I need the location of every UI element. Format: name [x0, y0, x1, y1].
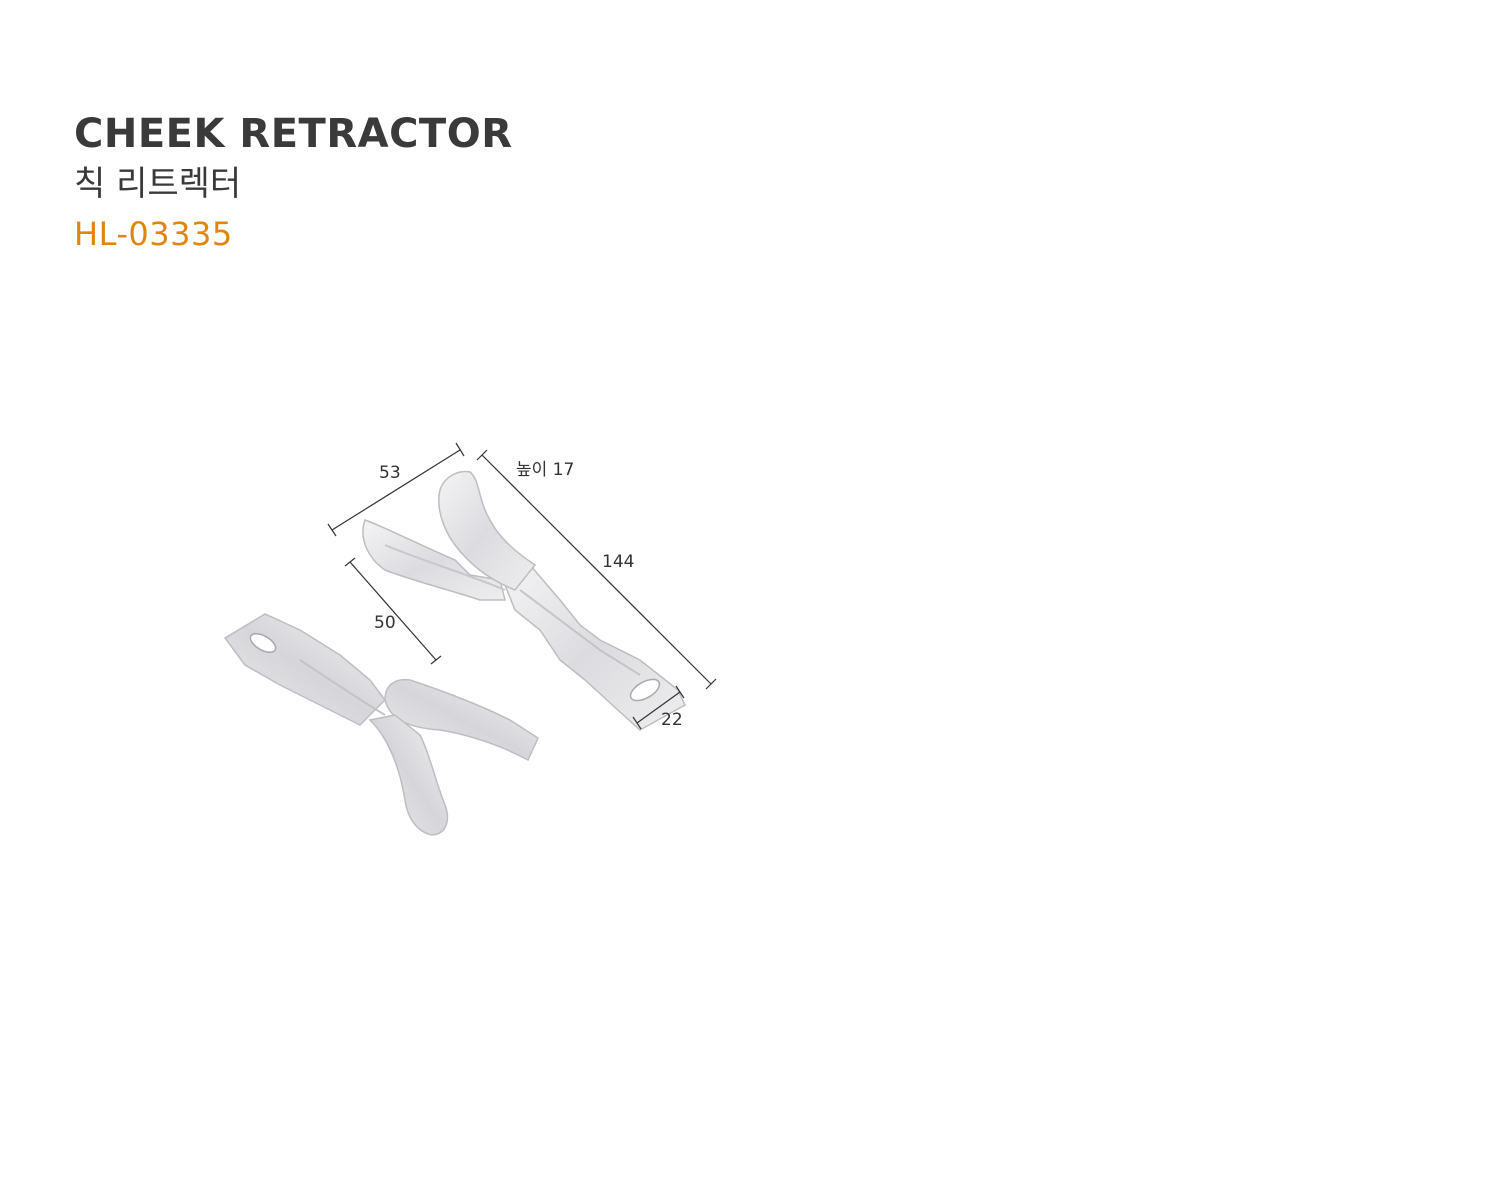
- product-header: CHEEK RETRACTOR 칙 리트렉터 HL-03335: [74, 108, 513, 260]
- retractor-left-image: [223, 613, 539, 836]
- product-title: CHEEK RETRACTOR: [74, 111, 513, 157]
- product-title-korean: 칙 리트렉터: [74, 164, 242, 204]
- product-code: HL-03335: [74, 215, 233, 253]
- dimension-handle-width-label: 22: [661, 710, 683, 730]
- retractor-right-image: [362, 470, 686, 731]
- dimension-width-label: 53: [379, 463, 401, 483]
- dimension-lines: [327, 442, 717, 730]
- dimension-length-label: 144: [602, 552, 634, 572]
- dimension-height-label: 높이 17: [516, 460, 574, 480]
- dimension-depth-label: 50: [374, 613, 396, 633]
